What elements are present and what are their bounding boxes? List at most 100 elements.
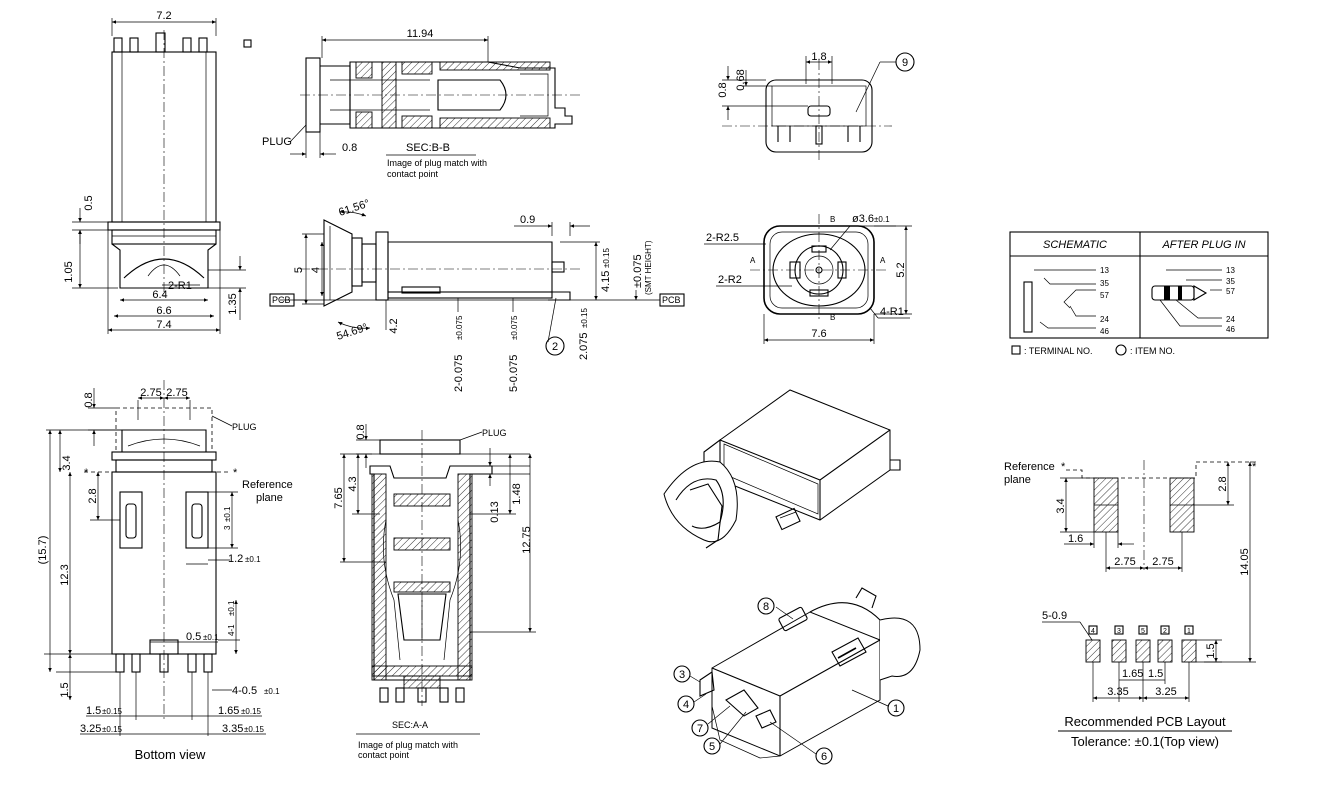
dim-1-65-tol: ±0.15 [241, 707, 262, 716]
iso-item-8: 8 [763, 601, 769, 613]
iso-item-1: 1 [893, 703, 899, 715]
dim-3-35: 3.35 [222, 723, 243, 735]
smt-label: (SMT HEIGHT) [644, 240, 653, 295]
item-2: 2 [552, 341, 558, 353]
dim-3-25-tol: ±0.15 [102, 725, 123, 734]
pad-number-5: 1 [1187, 628, 1191, 635]
dim-0-8: 0.8 [83, 392, 95, 407]
dim-2-0075-tol: ±0.075 [455, 315, 464, 340]
dim-0-8: 0.8 [355, 424, 367, 439]
pad-number-3: 5 [1141, 628, 1145, 635]
dim-0-5: 0.5 [83, 195, 95, 210]
top-view: 7.2 0.5 1.05 2-R1 6.4 6.6 7.4 1.35 [63, 10, 252, 334]
bottom-view-caption: Bottom view [135, 747, 206, 762]
pad-number-1: 4 [1091, 628, 1095, 635]
item-9: 9 [902, 57, 908, 69]
dim-r2: 2-R2 [718, 274, 742, 286]
dim-1-5b: 1.5 [86, 705, 101, 717]
dim-3-25: 3.25 [80, 723, 101, 735]
dim-2-075-tol: ±0.15 [580, 307, 589, 328]
dim-smt: ±0.075 [632, 254, 644, 288]
dim-2-075: 2.075 [578, 332, 590, 360]
section-aa: PLUG 0.8 7.65 4.3 0.13 [333, 424, 536, 760]
dim-5-2: 5.2 [895, 262, 907, 277]
sch-terminal-bot-1: 24 [1100, 315, 1109, 324]
dim-4-15-tol: ±0.15 [602, 247, 611, 268]
dim-6-4: 6.4 [152, 289, 167, 301]
dim-4-05-tol: ±0.1 [264, 687, 280, 696]
dim-4: 4 [310, 267, 322, 273]
dim-3-35: 3.35 [1107, 686, 1128, 698]
dim-0-8: 0.8 [717, 82, 729, 97]
iso-item-4: 4 [683, 699, 689, 711]
sec-b-bottom: B [830, 313, 835, 322]
end-view-top: 1.8 0.8 0.68 9 [717, 51, 915, 162]
ref-plane-2: plane [256, 492, 283, 504]
dim-0-8: 0.8 [342, 142, 357, 154]
dim-2-8: 2.8 [87, 488, 99, 503]
dim-0-68: 0.68 [735, 69, 747, 90]
sec-a-left: A [750, 256, 756, 265]
pcb-left: PCB [272, 295, 291, 305]
ref-asterisk-right: * [1252, 461, 1257, 473]
dim-0-5-tol: ±0.1 [203, 633, 219, 642]
end-view-front: A A B B 2-R2.5 2-R2 ø3.6 ±0.1 5.2 7.6 4-… [704, 213, 912, 344]
ref-asterisk: * [1061, 461, 1066, 473]
after-terminal-top-3: 57 [1226, 287, 1235, 296]
iso-view-bottom: 8 3 4 7 5 6 1 [673, 587, 921, 765]
dim-1-65: 1.65 [1122, 668, 1143, 680]
iso-item-7: 7 [697, 723, 703, 735]
dim-1-48: 1.48 [511, 483, 523, 504]
legend-item: : ITEM NO. [1130, 346, 1175, 356]
dim-1-35: 1.35 [227, 293, 239, 314]
dim-5-0075: 5-0.075 [508, 355, 520, 392]
dim-4-15: 4.15 [600, 271, 612, 292]
sch-terminal-top-1: 13 [1100, 266, 1109, 275]
caption-line-2: contact point [387, 169, 439, 179]
dim-3-4: 3.4 [1055, 498, 1067, 513]
item-callout [545, 336, 565, 356]
pad-number-4: 2 [1163, 628, 1167, 635]
dim-dia: ø3.6 [852, 213, 874, 225]
dim-2-8: 2.8 [1217, 476, 1229, 491]
pcb-right: PCB [662, 295, 681, 305]
dim-4-1: 4-1 [227, 624, 236, 636]
dim-5: 5 [293, 267, 305, 273]
side-view: 61.56° 54.69° 5 4 PCB 4.2 0.9 4.15 ±0.15… [269, 198, 685, 392]
section-bb: 11.94 PLUG 0.8 SEC:B-B Image of plug mat… [262, 28, 580, 179]
pcb-tolerance: Tolerance: ±0.1(Top view) [1071, 734, 1219, 749]
dim-3: 3 [223, 525, 232, 530]
dim-15-7: (15.7) [37, 536, 49, 565]
caption-line-1: Image of plug match with [358, 740, 458, 750]
dim-4-2: 4.2 [388, 318, 400, 333]
sec-a-right: A [880, 256, 886, 265]
iso-item-3: 3 [679, 669, 685, 681]
pcb-layout-title: Recommended PCB Layout [1064, 714, 1226, 729]
after-plug-header: AFTER PLUG IN [1161, 239, 1245, 251]
caption-line-2: contact point [358, 750, 410, 760]
caption-line-1: Image of plug match with [387, 158, 487, 168]
dim-4-1-tol: ±0.1 [227, 600, 236, 616]
plug-label: PLUG [232, 422, 257, 432]
dim-3-25: 3.25 [1155, 686, 1176, 698]
ref-asterisk: * [233, 467, 238, 479]
dim-3-4: 3.4 [61, 455, 73, 470]
dim-1-65: 1.65 [218, 705, 239, 717]
dim-2-75-left: 2.75 [1114, 556, 1135, 568]
dim-0-5: 0.5 [186, 631, 201, 643]
sch-terminal-top-2: 35 [1100, 279, 1109, 288]
plug-label: PLUG [482, 428, 507, 438]
after-terminal-top-2: 35 [1226, 277, 1235, 286]
iso-view-top [663, 389, 901, 549]
dim-1-8: 1.8 [811, 51, 826, 63]
dim-radius: 2-R1 [168, 280, 192, 292]
ref-plane-1: Reference [242, 479, 293, 491]
schematic-box: SCHEMATIC AFTER PLUG IN 13 35 57 24 46 1… [1009, 231, 1269, 356]
after-terminal-top-1: 13 [1226, 266, 1235, 275]
ref-plane-2: plane [1004, 474, 1031, 486]
schematic-header: SCHEMATIC [1043, 239, 1107, 251]
dim-1-5b-tol: ±0.15 [102, 707, 123, 716]
angle-bottom: 54.69° [335, 322, 369, 343]
dim-4-3: 4.3 [347, 476, 359, 491]
